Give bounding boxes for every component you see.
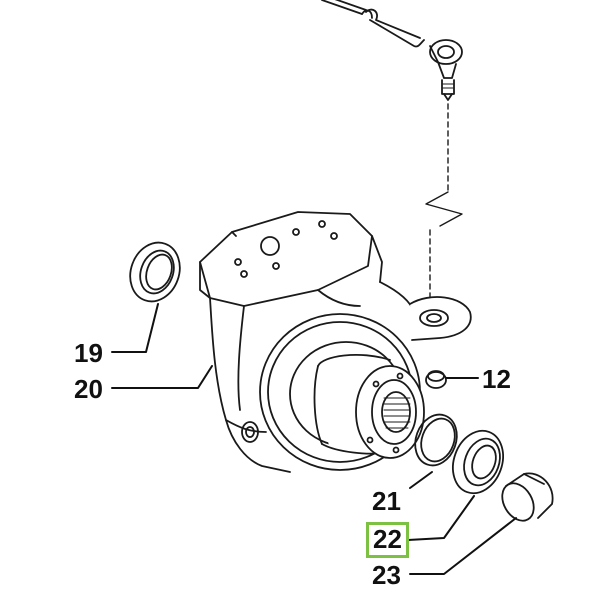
callout-22-highlighted: 22 [366, 522, 409, 558]
leader-lines [111, 303, 517, 575]
callout-20: 20 [74, 374, 103, 404]
leader-19 [111, 303, 159, 353]
steering-knuckle [199, 211, 472, 473]
spline-teeth [383, 397, 411, 429]
callout-21: 21 [372, 486, 401, 516]
bushing-sleeve [501, 472, 554, 522]
small-bushing [425, 370, 447, 389]
seal-ring [129, 241, 181, 303]
leader-23 [409, 517, 517, 575]
tie-rod [321, 0, 463, 101]
callout-19: 19 [74, 338, 103, 368]
tie-rod-connector [425, 103, 463, 301]
callout-12: 12 [482, 364, 511, 394]
leader-22 [407, 495, 475, 541]
leader-21 [409, 471, 433, 489]
bearing [452, 429, 504, 495]
snap-ring [414, 413, 458, 467]
leader-20 [111, 365, 213, 389]
callout-23: 23 [372, 560, 401, 590]
